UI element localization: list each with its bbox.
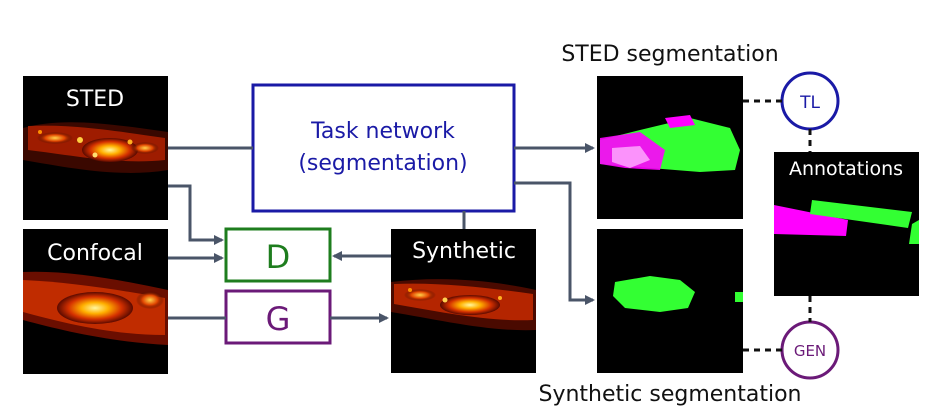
tl-loss-node: TL [780, 71, 840, 131]
arrow-task-to-synthetic-seg [514, 181, 595, 305]
sted-image: STED [23, 76, 168, 220]
generator-label: G [266, 300, 291, 338]
synthetic-segmentation-title: Synthetic segmentation [539, 382, 802, 407]
confocal-image-label: Confocal [47, 241, 143, 266]
sted-segmentation-image [597, 76, 743, 219]
annotations-image: Annotations [774, 152, 919, 296]
tl-loss-label: TL [799, 93, 820, 113]
task-network-label-line2: (segmentation) [298, 151, 467, 176]
synthetic-image: Synthetic [391, 229, 536, 373]
task-network-block: Task network (segmentation) [251, 83, 516, 213]
annotations-image-label: Annotations [789, 158, 903, 180]
synthetic-image-label: Synthetic [412, 239, 516, 264]
generator-block: G [224, 289, 332, 345]
discriminator-label: D [266, 238, 291, 276]
discriminator-block: D [224, 227, 332, 283]
arrow-sted-to-discriminator [168, 184, 224, 245]
confocal-image: Confocal [23, 229, 168, 374]
sted-segmentation-title: STED segmentation [561, 42, 778, 67]
gen-loss-node: GEN [780, 320, 840, 380]
sted-image-label: STED [66, 87, 124, 112]
gen-loss-label: GEN [794, 342, 826, 360]
task-network-label-line1: Task network [310, 119, 455, 144]
connectors [168, 99, 812, 352]
synthetic-segmentation-image [597, 229, 743, 373]
